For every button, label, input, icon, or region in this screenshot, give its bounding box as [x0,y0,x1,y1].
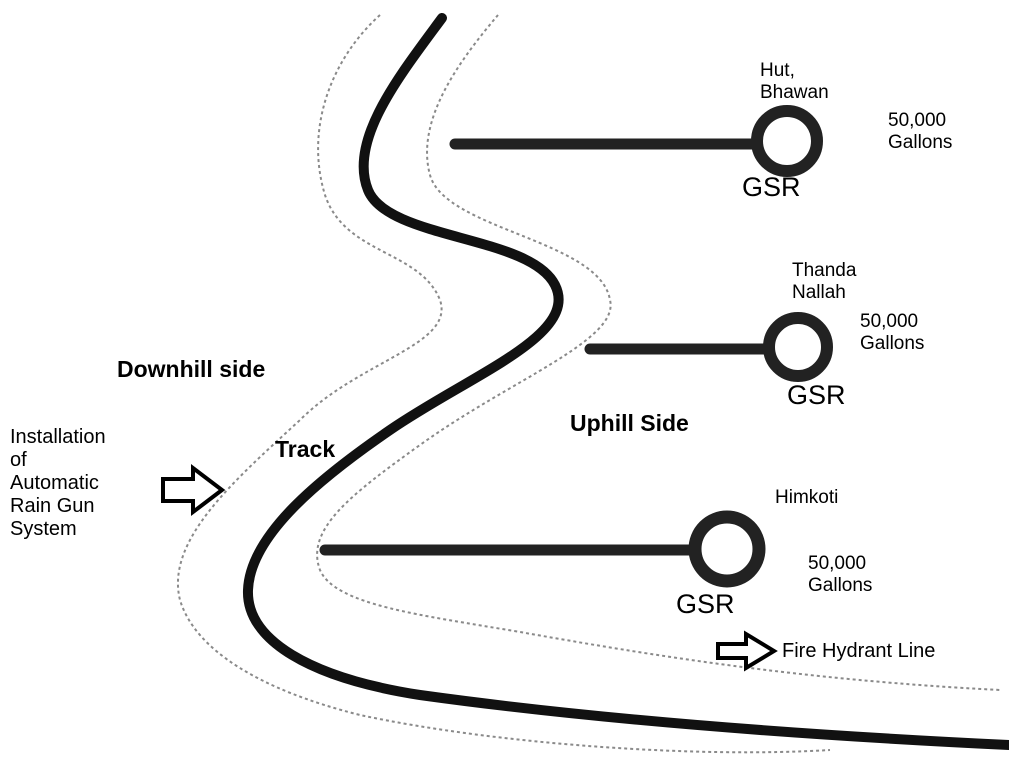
track-line [242,13,1009,750]
track-label: Track [275,436,336,462]
reservoir-2-capacity: 50,000 Gallons [860,311,925,354]
installation-arrow-icon [161,463,226,517]
reservoir-2-place: Thanda Nallah [792,260,857,303]
uphill-side-label: Uphill Side [570,410,689,436]
reservoir-1-capacity: 50,000 Gallons [888,110,953,153]
reservoir-3-icon [688,510,766,588]
reservoir-1-type: GSR [742,172,801,202]
fire-hydrant-arrow-icon [716,630,778,672]
installation-label: Installation of Automatic Rain Gun Syste… [10,426,106,540]
reservoir-3-type: GSR [676,589,735,619]
reservoir-1-place: Hut, Bhawan [760,60,829,103]
reservoir-3-place: Himkoti [775,487,839,508]
reservoir-1-icon [751,105,823,177]
downhill-edge-line [177,14,831,754]
reservoir-2-type: GSR [787,380,846,410]
uphill-edge-line [316,14,1001,691]
downhill-side-label: Downhill side [117,356,266,382]
fire-hydrant-label: Fire Hydrant Line [782,640,936,662]
reservoir-2-icon [763,312,833,382]
reservoir-3-capacity: 50,000 Gallons [808,553,873,596]
